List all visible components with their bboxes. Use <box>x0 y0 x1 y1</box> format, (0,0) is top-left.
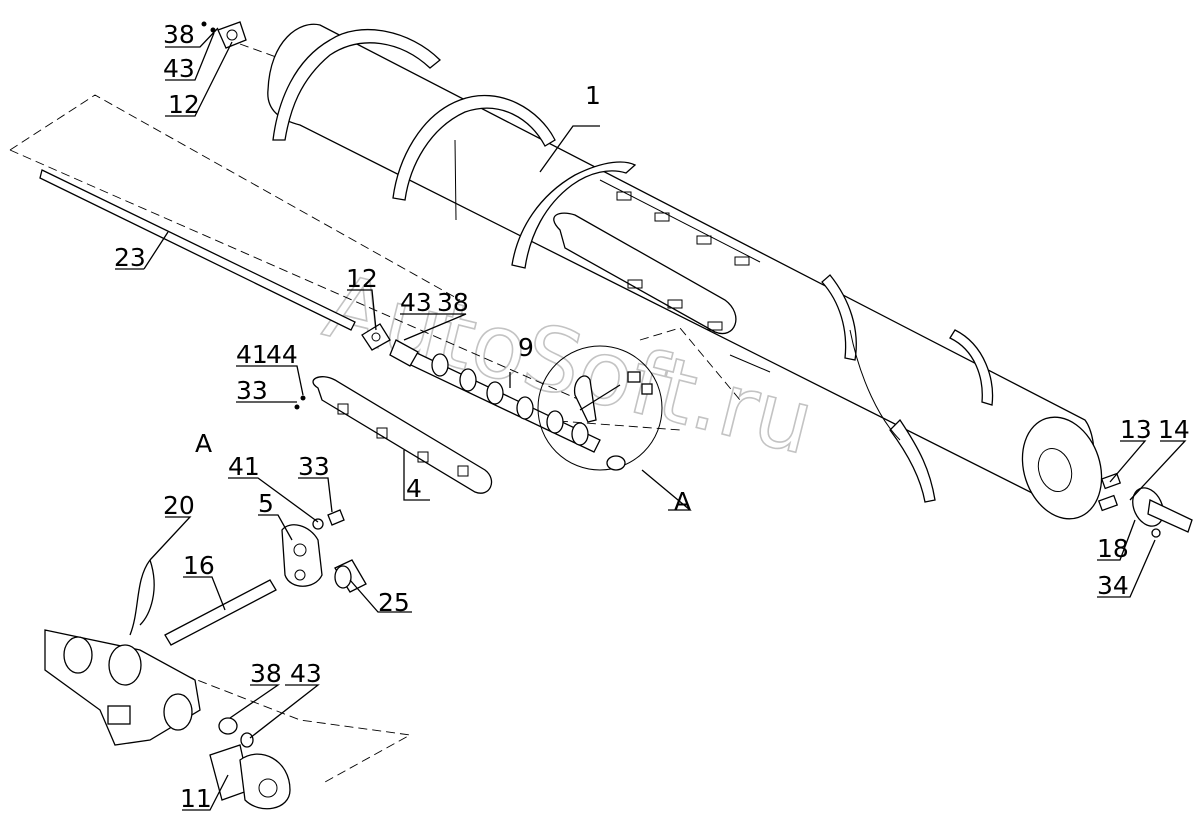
flange-part-12-mid <box>361 323 391 351</box>
cover-plate-part-4 <box>312 376 493 494</box>
nut-dot-38 <box>201 21 207 27</box>
label-38-mid: 38 <box>437 288 469 317</box>
label-11: 11 <box>180 784 212 813</box>
label-41-left: 41 <box>236 340 268 369</box>
label-25: 25 <box>378 588 410 617</box>
label-13: 13 <box>1120 415 1152 444</box>
label-16: 16 <box>183 551 215 580</box>
part-labels: 38 43 12 1 23 12 43 38 9 41 44 33 A 4 A … <box>114 20 1190 813</box>
bracket-part-5 <box>281 524 323 587</box>
label-23: 23 <box>114 243 146 272</box>
label-1: 1 <box>585 81 601 110</box>
label-9: 9 <box>518 333 534 362</box>
washer-dot-mid <box>300 395 306 401</box>
finger-shaft-part-9 <box>389 339 601 453</box>
auger-tube-part-1 <box>267 23 1103 520</box>
bolt-part-33 <box>312 509 345 530</box>
hub-assembly <box>44 629 201 746</box>
label-12-top: 12 <box>168 90 200 119</box>
bolt-dot-mid <box>294 404 300 410</box>
label-43-mid: 43 <box>400 288 432 317</box>
label-14: 14 <box>1158 415 1190 444</box>
pin-part-20 <box>129 559 155 636</box>
label-18: 18 <box>1097 534 1129 563</box>
label-38-top: 38 <box>163 20 195 49</box>
label-34: 34 <box>1097 571 1129 600</box>
nut-part-38 <box>218 717 238 735</box>
label-12-mid: 12 <box>346 264 378 293</box>
bushing-part-25 <box>334 559 367 593</box>
label-a-callout: A <box>674 487 691 516</box>
washer-part-43 <box>240 732 254 748</box>
label-33-mid: 33 <box>298 452 330 481</box>
label-44: 44 <box>266 340 298 369</box>
rod-part-23 <box>39 169 356 331</box>
label-43-low: 43 <box>290 659 322 688</box>
label-view-a: A <box>195 429 212 458</box>
label-41-mid: 41 <box>228 452 260 481</box>
label-4: 4 <box>406 474 422 503</box>
label-38-low: 38 <box>250 659 282 688</box>
detail-a-circle <box>537 345 663 471</box>
bearing-part-11 <box>209 744 291 810</box>
leader-lines <box>115 27 1187 811</box>
label-20: 20 <box>163 491 195 520</box>
label-5: 5 <box>258 489 274 518</box>
label-33-left: 33 <box>236 376 268 405</box>
label-43-top: 43 <box>163 54 195 83</box>
flange-part-12-top <box>217 21 247 49</box>
pin-part-16 <box>164 579 277 646</box>
